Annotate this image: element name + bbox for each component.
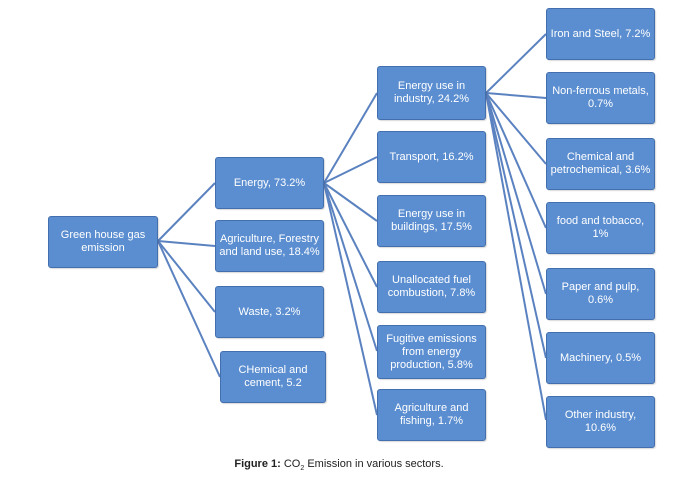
connector-root-energy <box>157 182 216 242</box>
node-other-industry: Other industry, 10.6% <box>546 396 655 448</box>
connector-energy-unallocated <box>323 182 378 288</box>
node-chemical-petrochemical: Chemical and petrochemical, 3.6% <box>546 138 655 190</box>
node-paper-pulp: Paper and pulp, 0.6% <box>546 268 655 320</box>
connector-energy-buildings <box>323 182 378 222</box>
node-unallocated-fuel-combustion: Unallocated fuel combustion, 7.8% <box>377 261 486 313</box>
caption-text: CO <box>280 458 301 470</box>
node-greenhouse-gas-emission: Green house gas emission <box>48 216 158 268</box>
caption-subscript: 2 <box>300 465 305 473</box>
node-chemical-cement: CHemical and cement, 5.2 <box>220 351 326 403</box>
connector-industry-iron <box>485 33 547 94</box>
connector-industry-nonferrous <box>485 92 547 99</box>
node-fugitive-emissions: Fugitive emissions from energy productio… <box>377 325 486 379</box>
node-iron-steel: Iron and Steel, 7.2% <box>546 8 655 60</box>
connector-industry-chemical <box>485 92 547 165</box>
node-energy-use-industry: Energy use in industry, 24.2% <box>377 66 486 120</box>
connector-energy-transport <box>323 156 378 184</box>
caption-label: Figure 1: <box>234 458 281 470</box>
caption-text-after: Emission in various sectors. <box>304 458 444 470</box>
connector-industry-other <box>485 92 547 421</box>
connector-energy-agri-fishing <box>323 182 378 416</box>
connector-industry-machinery <box>485 92 547 359</box>
node-agriculture-fishing: Agriculture and fishing, 1.7% <box>377 389 486 441</box>
connector-root-waste <box>157 240 216 313</box>
node-food-tobacco: food and tobacco, 1% <box>546 202 655 254</box>
node-non-ferrous-metals: Non-ferrous metals, 0.7% <box>546 72 655 124</box>
node-energy: Energy, 73.2% <box>215 157 324 209</box>
node-waste: Waste, 3.2% <box>215 286 324 338</box>
connector-energy-industry <box>323 92 378 184</box>
node-energy-use-buildings: Energy use in buildings, 17.5% <box>377 195 486 247</box>
connector-industry-paper <box>485 92 547 295</box>
figure-caption: Figure 1: CO2 Emission in various sector… <box>0 458 678 472</box>
node-transport: Transport, 16.2% <box>377 131 486 183</box>
node-machinery: Machinery, 0.5% <box>546 332 655 384</box>
node-agriculture-forestry: Agriculture, Forestry and land use, 18.4… <box>215 220 324 272</box>
connector-energy-fugitive <box>323 182 378 352</box>
connector-industry-food <box>485 92 547 229</box>
connector-root-agriculture <box>157 240 216 247</box>
connector-root-chemical <box>157 240 221 378</box>
